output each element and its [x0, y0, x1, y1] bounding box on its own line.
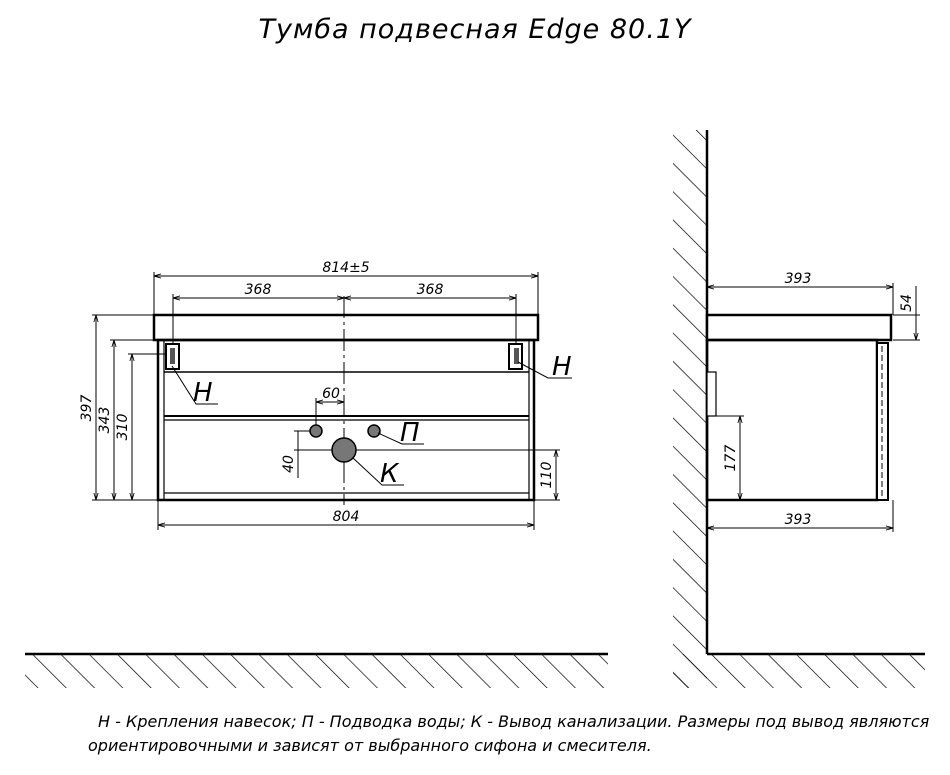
- label-mount-left: Н: [193, 378, 213, 408]
- dim-overall-width: 814±5: [322, 260, 369, 276]
- floor-hatch: [25, 652, 608, 688]
- dim-left-span: 368: [245, 282, 272, 298]
- dim-height-310: 310: [115, 414, 131, 441]
- dim-side-pipe-height: 177: [723, 445, 739, 472]
- dim-side-top-thickness: 54: [899, 294, 915, 312]
- label-water: П: [400, 418, 420, 448]
- side-view: [705, 313, 893, 502]
- side-body: [705, 338, 879, 502]
- dim-bottom-width: 804: [333, 509, 360, 525]
- water-inlet-right: [367, 424, 381, 438]
- side-countertop: [705, 313, 893, 342]
- drawing-title: Тумба подвесная Edge 80.1Y: [258, 14, 692, 45]
- legend-line-2: ориентировочными и зависят от выбранного…: [88, 736, 652, 755]
- dim-right-span: 368: [417, 282, 444, 298]
- dim-side-top-depth: 393: [785, 271, 812, 287]
- dim-height-397: 397: [79, 395, 95, 422]
- dim-inlet-gap: 40: [281, 455, 297, 473]
- dim-height-343: 343: [97, 407, 113, 434]
- dim-inlet-offset: 60: [322, 386, 340, 402]
- side-pipe: [706, 371, 717, 417]
- legend-line-1: Н - Крепления навесок; П - Подводка воды…: [98, 712, 930, 731]
- front-countertop: [152, 313, 540, 342]
- dim-side-bottom-depth: 393: [785, 512, 812, 528]
- front-view: [152, 296, 540, 505]
- side-dimensions: [707, 283, 920, 532]
- water-inlet-left: [309, 424, 323, 438]
- dim-drain-height: 110: [539, 462, 555, 489]
- front-body: [156, 338, 536, 502]
- front-dimensions: [92, 272, 572, 530]
- drain-outlet: [331, 437, 357, 463]
- label-mount-right: Н: [552, 352, 572, 382]
- label-drain: К: [380, 459, 400, 489]
- wall-hatch: [673, 130, 925, 688]
